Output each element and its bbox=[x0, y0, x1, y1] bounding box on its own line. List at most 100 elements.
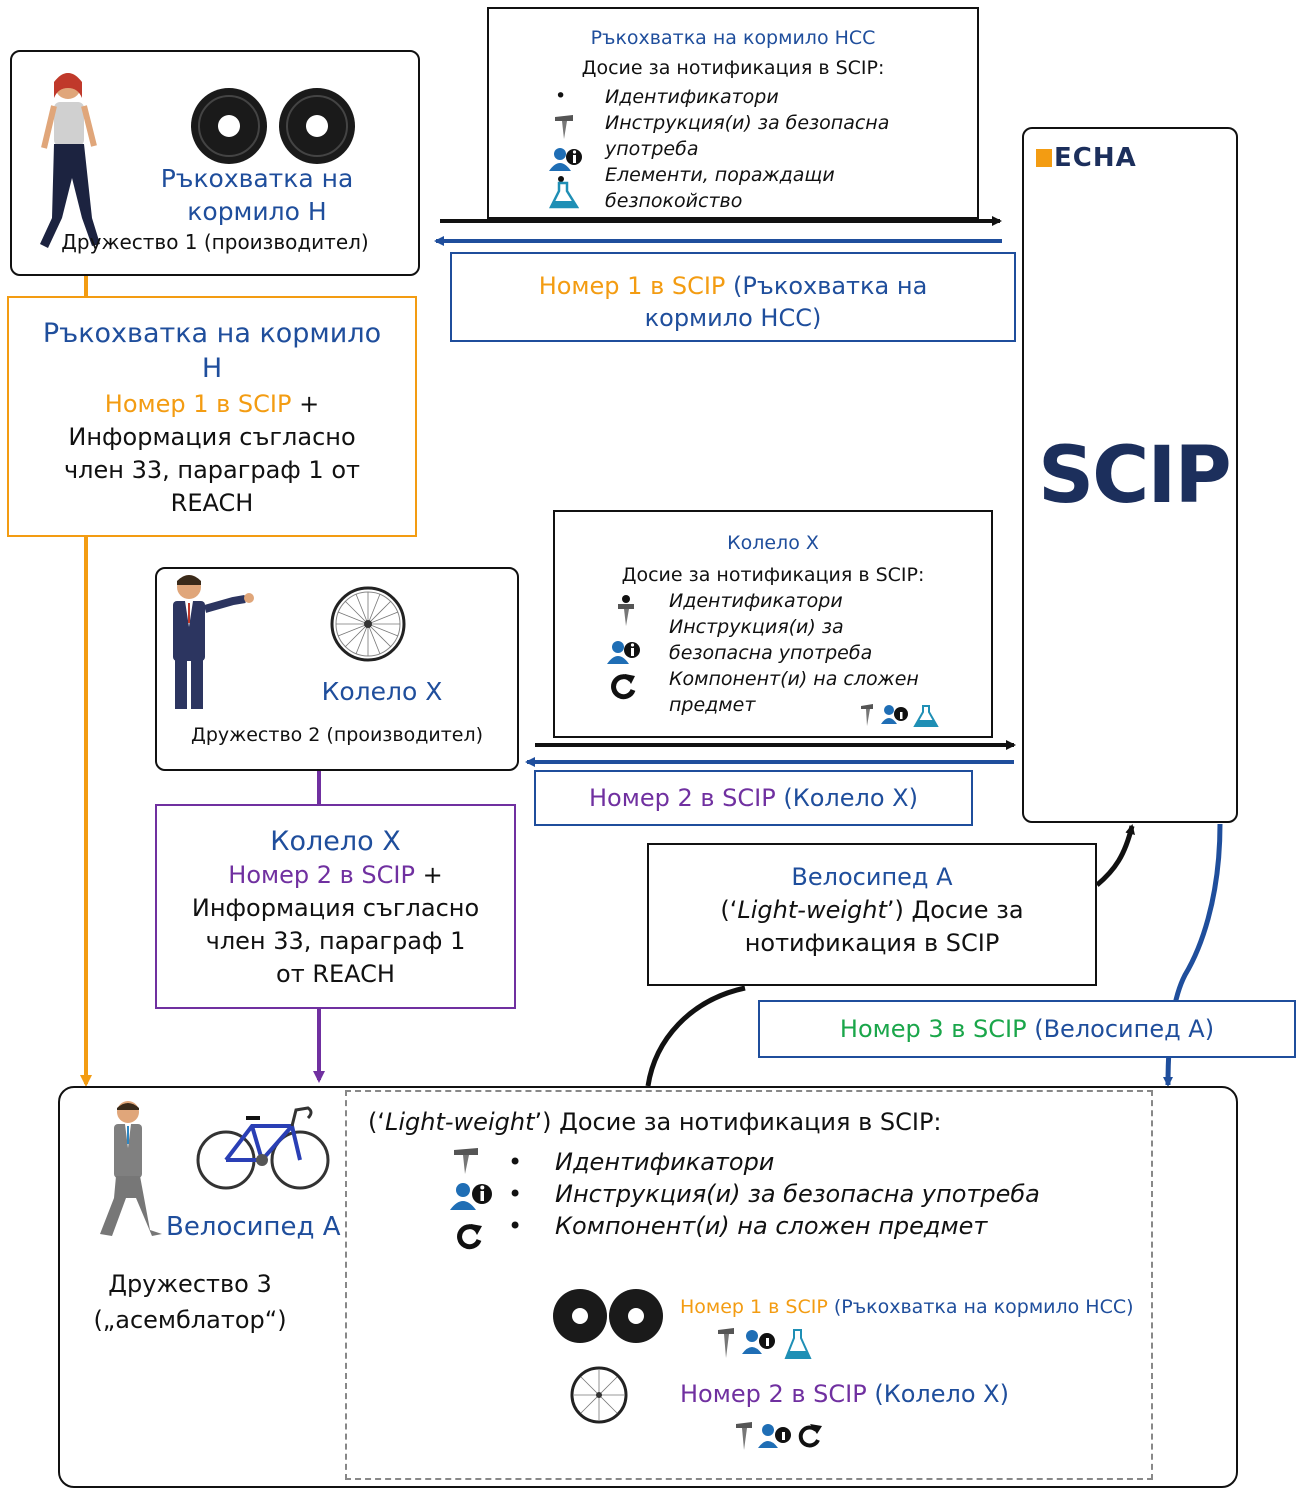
dossier-2-title: Колело X bbox=[727, 532, 819, 554]
scip-number-2: Номер 2 в SCIP bbox=[589, 784, 776, 812]
scip-number-3-box: Номер 3 в SCIP (Велосипед А) bbox=[758, 1000, 1296, 1058]
substance-icons bbox=[734, 1420, 824, 1456]
article-33-box-1: Ръкохватка на кормило H Номер 1 в SCIP +… bbox=[7, 296, 417, 537]
bottom-bullet-1: • bbox=[508, 1148, 523, 1176]
article-1-info-2: член 33, параграф 1 от bbox=[63, 456, 360, 484]
bottom-item-1: Идентификатори bbox=[555, 1148, 775, 1176]
echa-logo-text: ECHA bbox=[1054, 143, 1137, 173]
bottom-dossier-header: (‘Light-weight’) Досие за нотификация в … bbox=[368, 1108, 942, 1136]
lightweight-dossier-box: Велосипед А (‘Light-weight’) Досие за но… bbox=[647, 843, 1097, 986]
bottom-ref-2-num: Номер 2 в SCIP bbox=[680, 1380, 867, 1408]
user-info-icon bbox=[607, 640, 641, 668]
lightweight-dossier-title: Велосипед А bbox=[791, 863, 953, 891]
lightweight-dossier-detail bbox=[345, 1090, 1153, 1480]
dossier-1-item-2: Инструкция(и) за безопасна bbox=[605, 112, 890, 134]
refresh-icon bbox=[454, 1222, 484, 1254]
article-1-product-2: H bbox=[201, 353, 223, 384]
article-2-scip-number: Номер 2 в SCIP bbox=[228, 861, 415, 889]
dossier-2-box: Колело X Досие за нотификация в SCIP: Ид… bbox=[553, 510, 993, 738]
screw-icon bbox=[615, 594, 637, 632]
dossier-2-item-2b: безопасна употреба bbox=[669, 642, 873, 664]
curve-lw-to-echa bbox=[1095, 824, 1135, 887]
company-3-name-1: Дружество 3 bbox=[108, 1270, 272, 1298]
lw-line2: нотификация в SCIP bbox=[744, 929, 1000, 957]
dossier-1-title: Ръкохватка на кормило HCC bbox=[590, 27, 876, 49]
bottom-item-3: Компонент(и) на сложен предмет bbox=[555, 1212, 988, 1240]
lw-line1: ’) Досие за bbox=[886, 896, 1024, 924]
substance-icons bbox=[859, 702, 941, 732]
scip-number-3: Номер 3 в SCIP bbox=[839, 1015, 1027, 1043]
article-2-info-3: от REACH bbox=[276, 960, 395, 988]
dossier-2-item-3: Компонент(и) на сложен bbox=[669, 668, 919, 690]
company-3-product: Велосипед А bbox=[166, 1212, 341, 1242]
flask-icon bbox=[548, 175, 580, 213]
scip-number-1-name: (Ръкохватка на bbox=[733, 272, 928, 300]
lw-lightweight: Light-weight bbox=[737, 896, 887, 924]
handlebar-tape-icon bbox=[184, 86, 364, 170]
company-3-name-2: („асемблатор“) bbox=[93, 1306, 287, 1334]
company-1-box: Ръкохватка на кормило H Дружество 1 (про… bbox=[10, 50, 420, 276]
plus-sign: + bbox=[299, 390, 320, 418]
bottom-quote-open: (‘ bbox=[368, 1108, 385, 1136]
dossier-2-item-3b: предмет bbox=[669, 694, 756, 716]
scip-number-3-name: (Велосипед А) bbox=[1034, 1015, 1215, 1043]
dossier-2-header: Досие за нотификация в SCIP: bbox=[621, 564, 925, 586]
scip-number-2-box: Номер 2 в SCIP (Колело X) bbox=[534, 770, 973, 826]
article-33-box-2: Колело X Номер 2 в SCIP + Информация съг… bbox=[155, 804, 516, 1009]
substance-icons bbox=[716, 1326, 812, 1366]
company-3-box bbox=[58, 1086, 1238, 1488]
handlebar-tape-icon bbox=[552, 1284, 664, 1352]
bullet: • bbox=[555, 85, 567, 107]
curve-c3-to-lw bbox=[645, 985, 746, 1087]
dossier-1-item-2b: употреба bbox=[605, 138, 699, 160]
bottom-header-text: ’) Досие за нотификация в SCIP: bbox=[534, 1108, 942, 1136]
scip-logo-text: SCIP bbox=[1038, 431, 1232, 521]
plus-sign: + bbox=[422, 861, 443, 889]
scip-logo: SCIP bbox=[1038, 431, 1232, 521]
scip-number-1-box: Номер 1 в SCIP (Ръкохватка на кормило HC… bbox=[450, 252, 1016, 342]
dossier-1-box: Ръкохватка на кормило HCC Досие за нотиф… bbox=[487, 7, 979, 219]
person-icon bbox=[34, 68, 106, 262]
bottom-lightweight: Light-weight bbox=[385, 1108, 535, 1136]
bottom-ref-2: Номер 2 в SCIP (Колело X) bbox=[680, 1380, 1009, 1408]
user-info-icon bbox=[450, 1182, 494, 1214]
scip-number-1-name-2: кормило HCC) bbox=[644, 304, 822, 332]
dossier-1-item-1: Идентификатори bbox=[605, 86, 779, 108]
lw-quote-open: (‘ bbox=[720, 896, 738, 924]
echa-logo: ECHA bbox=[1036, 143, 1137, 173]
bottom-ref-2-name: (Колело X) bbox=[874, 1380, 1009, 1408]
screw-icon bbox=[553, 113, 575, 145]
screw-icon bbox=[452, 1146, 482, 1180]
article-2-info-1: Информация съгласно bbox=[191, 894, 480, 922]
scip-number-1: Номер 1 в SCIP bbox=[538, 272, 726, 300]
wheel-icon bbox=[329, 585, 407, 667]
dossier-2-item-1: Идентификатори bbox=[669, 590, 843, 612]
article-2-product: Колело X bbox=[270, 826, 401, 857]
bottom-ref-1-num: Номер 1 в SCIP bbox=[680, 1296, 828, 1318]
article-2-info-2: член 33, параграф 1 bbox=[205, 927, 466, 955]
person-icon bbox=[96, 1098, 166, 1242]
bicycle-icon bbox=[196, 1096, 330, 1198]
person-icon bbox=[161, 571, 261, 715]
article-1-scip-number: Номер 1 в SCIP bbox=[104, 390, 292, 418]
dossier-1-item-3b: безпокойство bbox=[605, 190, 743, 212]
user-info-icon bbox=[549, 147, 583, 175]
company-1-product: Ръкохватка на кормило H bbox=[160, 164, 354, 226]
echa-scip-box: ECHA SCIP bbox=[1022, 127, 1238, 823]
dossier-1-header: Досие за нотификация в SCIP: bbox=[581, 57, 885, 79]
article-1-info-3: REACH bbox=[170, 489, 254, 517]
company-2-product: Колело X bbox=[321, 677, 443, 706]
company-1-name: Дружество 1 (производител) bbox=[61, 230, 369, 254]
bottom-item-2: Инструкция(и) за безопасна употреба bbox=[555, 1180, 1040, 1208]
dossier-1-item-3: Елементи, пораждащи bbox=[605, 164, 835, 186]
article-1-info-1: Информация съгласно bbox=[68, 423, 356, 451]
article-1-product: Ръкохватка на кормило bbox=[42, 318, 382, 349]
refresh-icon bbox=[609, 672, 637, 704]
bottom-ref-1-name: (Ръкохватка на кормило HCC) bbox=[833, 1296, 1134, 1318]
wheel-icon bbox=[570, 1366, 628, 1428]
bottom-bullet-3: • bbox=[508, 1212, 523, 1240]
scip-number-2-name: (Колело X) bbox=[783, 784, 918, 812]
company-2-box: Колело X Дружество 2 (производител) bbox=[155, 567, 519, 771]
company-2-name: Дружество 2 (производител) bbox=[190, 724, 484, 746]
bottom-ref-1: Номер 1 в SCIP (Ръкохватка на кормило HC… bbox=[680, 1296, 1134, 1318]
